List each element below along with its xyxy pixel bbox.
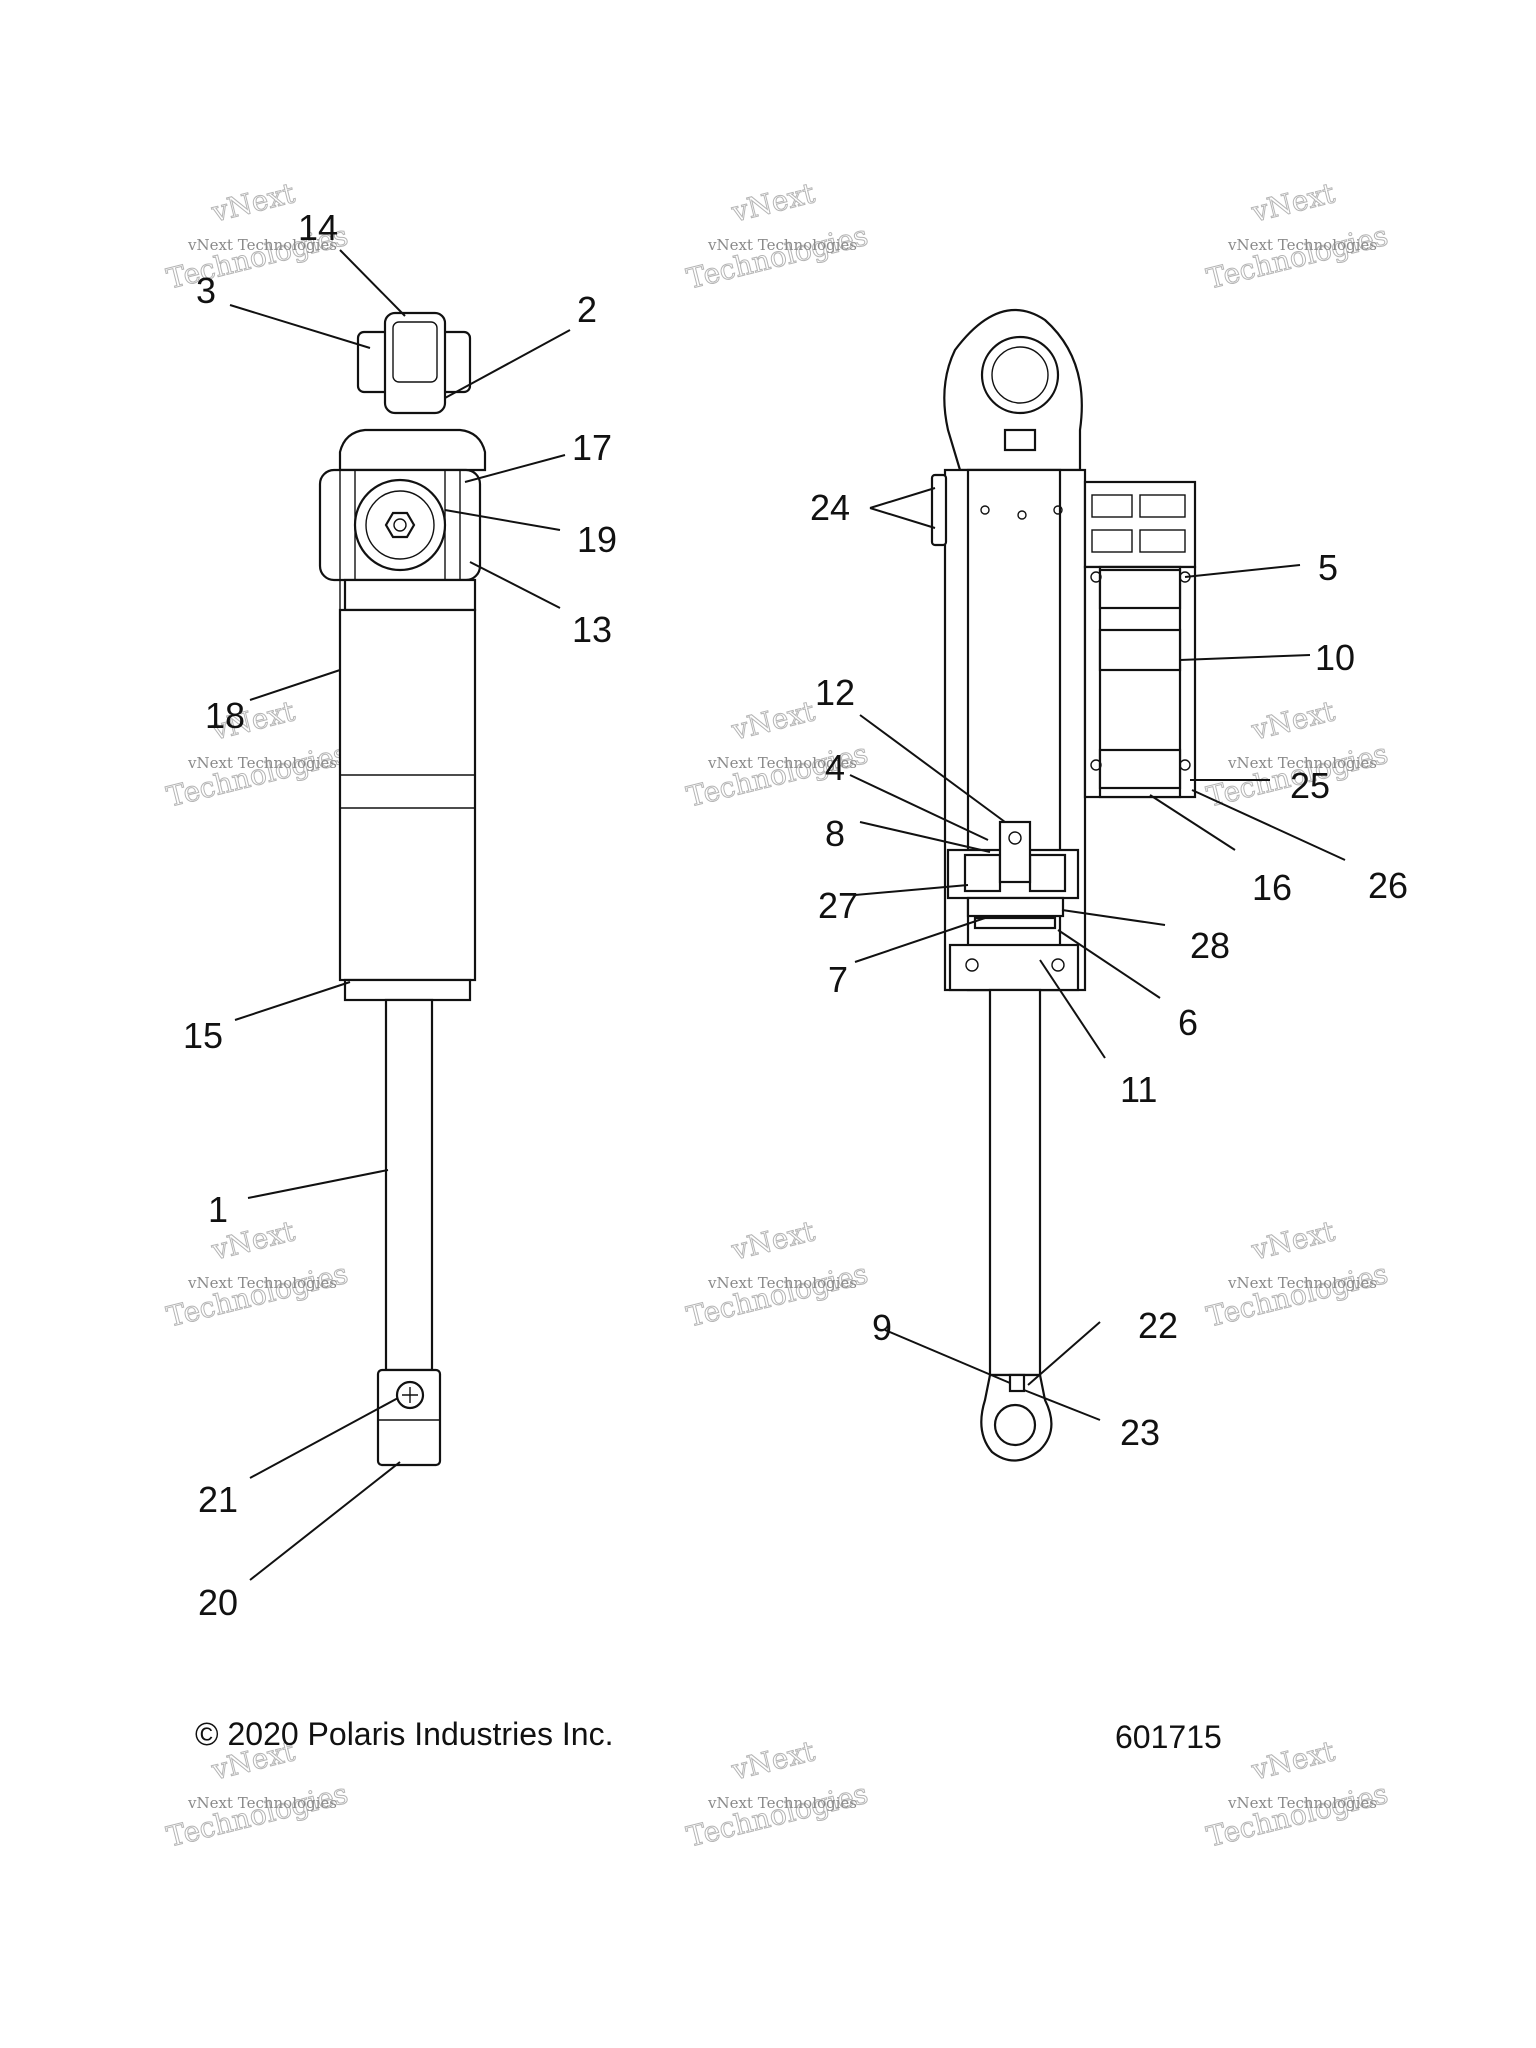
watermark: Technologies vNext Technologies vNext (683, 176, 872, 296)
svg-text:Technologies: Technologies (1203, 219, 1391, 296)
callout-4: 4 (825, 747, 845, 788)
callout-11: 11 (1120, 1069, 1157, 1110)
watermark: Technologies vNext Technologies vNext (683, 1214, 872, 1334)
callout-27: 27 (818, 885, 858, 926)
callout-10: 10 (1315, 637, 1355, 678)
svg-text:vNext Technologies: vNext Technologies (1227, 754, 1377, 772)
adjuster-bolt-head (384, 511, 416, 539)
callout-labels: 14 3 2 17 19 13 18 15 1 21 20 24 5 10 12… (183, 207, 1408, 1623)
shock-exterior-view (318, 311, 487, 1467)
callout-2: 2 (577, 289, 597, 330)
svg-text:Technologies: Technologies (683, 1257, 871, 1334)
svg-text:Technologies: Technologies (163, 1777, 351, 1854)
svg-text:vNext Technologies: vNext Technologies (187, 1274, 337, 1292)
callout-8: 8 (825, 813, 845, 854)
callout-5: 5 (1318, 547, 1338, 588)
section-bottom-eyelet (980, 1373, 1053, 1462)
svg-text:vNext: vNext (728, 694, 819, 747)
watermark: Technologies vNext Technologies vNext (1203, 1734, 1392, 1854)
leader-lines (229, 249, 1346, 1581)
svg-text:vNext: vNext (728, 1734, 819, 1787)
watermark: Technologies vNext Technologies vNext (163, 694, 352, 814)
callout-22: 22 (1138, 1305, 1178, 1346)
callout-13: 13 (572, 609, 612, 650)
section-shaft (988, 988, 1042, 1377)
watermark: Technologies vNext Technologies vNext (163, 1214, 352, 1334)
svg-text:Technologies: Technologies (163, 737, 351, 814)
callout-23: 23 (1120, 1412, 1160, 1453)
shock-cross-section-view (930, 308, 1197, 1462)
watermark: Technologies vNext Technologies vNext (1203, 1214, 1392, 1334)
callout-24: 24 (810, 487, 850, 528)
callout-26: 26 (1368, 865, 1408, 906)
watermark: Technologies vNext Technologies vNext (683, 1734, 872, 1854)
bottom-eyelet (376, 1368, 442, 1467)
top-eyelet (356, 311, 472, 415)
svg-text:Technologies: Technologies (683, 1777, 871, 1854)
svg-text:vNext Technologies: vNext Technologies (187, 754, 337, 772)
section-body (943, 468, 1087, 992)
diagram-number: 601715 (1115, 1719, 1222, 1755)
callout-14: 14 (298, 207, 338, 248)
callout-1: 1 (208, 1189, 228, 1230)
svg-text:Technologies: Technologies (1203, 1257, 1391, 1334)
callout-19: 19 (577, 519, 617, 560)
callout-17: 17 (572, 427, 612, 468)
callout-7: 7 (828, 959, 848, 1000)
svg-text:Technologies: Technologies (1203, 1777, 1391, 1854)
svg-text:vNext Technologies: vNext Technologies (1227, 236, 1377, 254)
top-collar (338, 428, 487, 472)
callout-25: 25 (1290, 765, 1330, 806)
callout-15: 15 (183, 1015, 223, 1056)
svg-text:vNext: vNext (1248, 1734, 1339, 1787)
watermark: Technologies vNext Technologies vNext (1203, 176, 1392, 296)
section-reservoir (1083, 480, 1197, 799)
callout-3: 3 (196, 270, 216, 311)
callout-16: 16 (1252, 867, 1292, 908)
callout-6: 6 (1178, 1002, 1198, 1043)
shock-body (338, 578, 477, 1002)
svg-text:vNext: vNext (728, 1214, 819, 1267)
svg-text:Technologies: Technologies (683, 219, 871, 296)
svg-text:vNext Technologies: vNext Technologies (707, 236, 857, 254)
svg-text:vNext: vNext (1248, 694, 1339, 747)
svg-text:vNext Technologies: vNext Technologies (1227, 1794, 1377, 1812)
callout-12: 12 (815, 672, 855, 713)
svg-text:vNext Technologies: vNext Technologies (187, 236, 337, 254)
svg-text:vNext Technologies: vNext Technologies (707, 754, 857, 772)
svg-text:vNext: vNext (1248, 176, 1339, 229)
svg-text:vNext: vNext (1248, 1214, 1339, 1267)
svg-text:vNext: vNext (208, 176, 299, 229)
shock-shaft (384, 998, 434, 1372)
svg-text:Technologies: Technologies (163, 1257, 351, 1334)
watermark: Technologies vNext Technologies vNext (163, 1734, 352, 1854)
svg-text:vNext Technologies: vNext Technologies (187, 1794, 337, 1812)
section-side-fitting (930, 473, 948, 547)
copyright-text: © 2020 Polaris Industries Inc. (195, 1716, 613, 1752)
callout-9: 9 (872, 1307, 892, 1348)
callout-18: 18 (205, 695, 245, 736)
section-top-eyelet (943, 308, 1083, 472)
callout-21: 21 (198, 1479, 238, 1520)
svg-text:vNext Technologies: vNext Technologies (707, 1794, 857, 1812)
svg-text:vNext: vNext (728, 176, 819, 229)
watermark-grid: Technologies vNext Technologies vNext Te… (163, 176, 1392, 1854)
svg-text:vNext Technologies: vNext Technologies (707, 1274, 857, 1292)
callout-20: 20 (198, 1582, 238, 1623)
reservoir-head (318, 468, 482, 582)
svg-text:vNext Technologies: vNext Technologies (1227, 1274, 1377, 1292)
callout-28: 28 (1190, 925, 1230, 966)
